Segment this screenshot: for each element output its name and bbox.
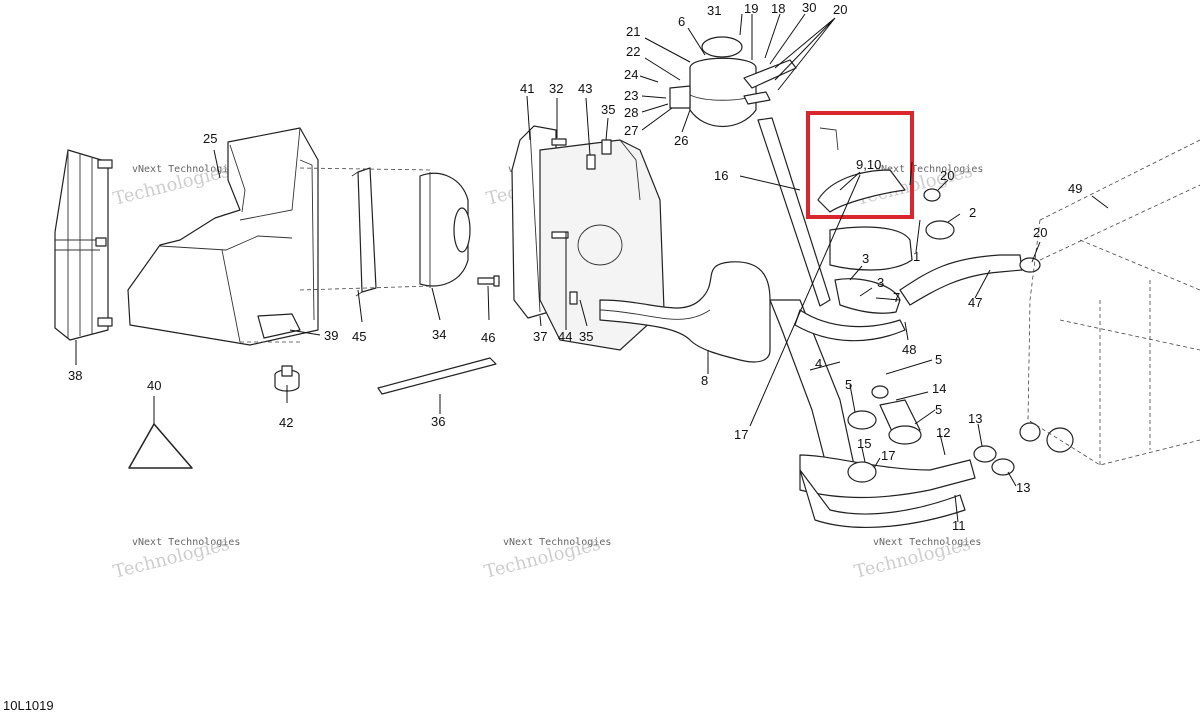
watermark: vNext Technologies Technologies: [111, 534, 240, 583]
watermark: vNext Technologies Technologies: [111, 161, 240, 210]
callout-38: 38: [68, 368, 82, 383]
fan-shroud-part: [127, 127, 319, 346]
callout-19: 19: [744, 1, 758, 16]
callout-11: 11: [952, 518, 966, 533]
callout-17: 17: [734, 427, 748, 442]
callout-37: 37: [533, 329, 547, 344]
frame-part: [1027, 139, 1200, 466]
callout-4: 4: [815, 356, 822, 371]
callout-43: 43: [578, 81, 592, 96]
callout-23: 23: [624, 88, 638, 103]
reservoir-part: [669, 36, 797, 128]
callout-42: 42: [279, 415, 293, 430]
callout-35: 35: [601, 102, 615, 117]
callout-8: 8: [701, 373, 708, 388]
callout-16: 16: [714, 168, 728, 183]
callout-22: 22: [626, 44, 640, 59]
callout-9-10: 9,10: [856, 157, 881, 172]
watermark-text: vNext Technologies: [132, 164, 240, 175]
callout-34: 34: [432, 327, 446, 342]
callout-1: 1: [913, 249, 920, 264]
diagram-reference-code: 10L1019: [3, 698, 54, 713]
callout-28: 28: [624, 105, 638, 120]
callout-5: 5: [935, 402, 942, 417]
callout-35: 35: [579, 329, 593, 344]
callout-45: 45: [352, 329, 366, 344]
callout-5: 5: [935, 352, 942, 367]
gasket-part: [351, 167, 377, 297]
callout-7: 7: [893, 290, 900, 305]
watermark: vNext Technologies Technologies: [852, 534, 981, 583]
watermark-text: vNext Technologies: [132, 537, 240, 548]
callout-40: 40: [147, 378, 161, 393]
watermark-text: vNext Technologies: [503, 537, 611, 548]
callout-3: 3: [877, 275, 884, 290]
leader-lines: [75, 13, 1109, 523]
lower-hoses: [799, 385, 1074, 528]
callout-32: 32: [549, 81, 563, 96]
callout-47: 47: [968, 295, 982, 310]
callout-labels: 31 19 18 30 20 6 21 22 24 23 28 27 26 41…: [68, 0, 1082, 533]
callout-18: 18: [771, 1, 785, 16]
callout-31: 31: [707, 3, 721, 18]
strap-part: [377, 357, 497, 395]
clamp-parts: [923, 188, 1041, 273]
callout-14: 14: [932, 381, 946, 396]
callout-48: 48: [902, 342, 916, 357]
callout-12: 12: [936, 425, 950, 440]
watermark-text: vNext Technologies: [875, 164, 983, 175]
callout-20: 20: [1033, 225, 1047, 240]
callout-26: 26: [674, 133, 688, 148]
tube-16: [757, 117, 856, 481]
callout-5: 5: [845, 377, 852, 392]
radiator-part: [54, 149, 113, 341]
assembly-lines: [240, 167, 433, 343]
callout-17: 17: [881, 448, 895, 463]
triangle-symbol: [128, 423, 193, 469]
callout-21: 21: [626, 24, 640, 39]
callout-44: 44: [558, 329, 572, 344]
callout-25: 25: [203, 131, 217, 146]
watermark-text: vNext Technologies: [873, 537, 981, 548]
screw-part: [477, 275, 500, 287]
watermark: vNext Technologies Technologies: [482, 534, 611, 583]
callout-30: 30: [802, 0, 816, 15]
hose-9-10: [817, 127, 906, 213]
callout-24: 24: [624, 67, 638, 82]
small-screws: [551, 138, 612, 305]
callout-6: 6: [678, 14, 685, 29]
callout-36: 36: [431, 414, 445, 429]
callout-27: 27: [624, 123, 638, 138]
grommet-part: [274, 365, 300, 392]
callout-15: 15: [857, 436, 871, 451]
callout-39: 39: [324, 328, 338, 343]
callout-49: 49: [1068, 181, 1082, 196]
fan-part: [419, 172, 471, 288]
callout-46: 46: [481, 330, 495, 345]
hose-1-3: [794, 226, 913, 342]
callout-3: 3: [862, 251, 869, 266]
callout-13: 13: [1016, 480, 1030, 495]
callout-20: 20: [940, 168, 954, 183]
callout-2: 2: [969, 205, 976, 220]
callout-41: 41: [520, 81, 534, 96]
callout-13: 13: [968, 411, 982, 426]
callout-20: 20: [833, 2, 847, 17]
